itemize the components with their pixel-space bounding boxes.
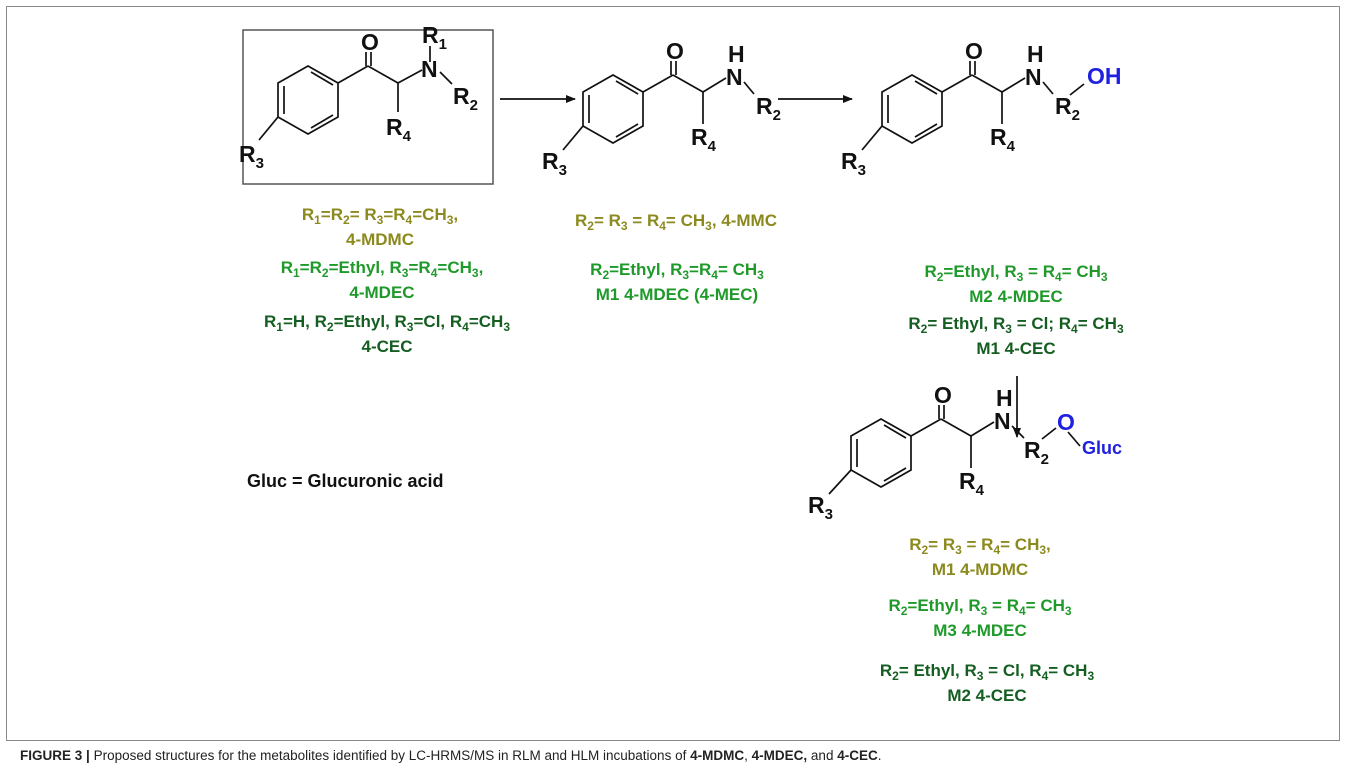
parent-label-line-3: R1​=R2​=Ethyl, R3​=R4​=CH3​, — [281, 258, 484, 280]
substituent-r4: R4 — [386, 114, 412, 145]
carbonyl-oxygen: O — [361, 29, 379, 55]
caption-separator-1: , — [744, 748, 748, 763]
figure-caption: FIGURE 3 | Proposed structures for the m… — [20, 748, 882, 763]
parent-label-line-1: R1​=R2​= R3​=R4​=CH3​, — [302, 205, 458, 227]
amine-nitrogen: N — [726, 64, 743, 90]
caption-end: . — [877, 748, 882, 763]
glucuronic-acid-legend: Gluc = Glucuronic acid — [247, 471, 444, 491]
amine-nitrogen: N — [1025, 64, 1042, 90]
dealkylated-label-line-2: R2​=Ethyl, R3​=R4​= CH3​ — [590, 260, 764, 282]
substituent-r3: R3 — [808, 492, 833, 523]
substituent-r2: R2 — [1024, 437, 1049, 468]
amine-hydrogen: H — [1027, 41, 1044, 67]
substituent-r3: R3 — [542, 148, 567, 179]
glucuronide-label-line-1: R2​= R3​ = R4​= CH3​, — [909, 535, 1051, 557]
parent-label-line-4: 4-MDEC — [349, 283, 414, 302]
caption-separator-2: and — [810, 748, 834, 763]
substituent-r2: R2 — [1055, 93, 1080, 124]
caption-compound-2: 4-MDEC, — [751, 748, 808, 763]
glucuronide-group: Gluc — [1082, 438, 1122, 458]
caption-compound-1: 4-MDMC — [690, 748, 745, 763]
ether-oxygen: O — [1057, 409, 1075, 435]
dealkylated-structure: O N H R2 R4 R3 — [542, 38, 781, 179]
parent-structure: O N R1 R2 R4 R3 — [239, 22, 494, 185]
carbonyl-oxygen: O — [666, 38, 684, 64]
parent-labels: R1​=R2​= R3​=R4​=CH3​, 4-MDMC R1​=R2​=Et… — [264, 205, 510, 356]
hydroxylated-label-line-4: M1 4-CEC — [976, 339, 1055, 358]
amine-nitrogen: N — [994, 408, 1011, 434]
glucuronide-label-line-6: M2 4-CEC — [947, 686, 1026, 705]
hydroxylated-structure: O N H R2 OH R4 R3 — [841, 38, 1122, 179]
substituent-r4: R4 — [691, 124, 717, 155]
substituent-r2: R2 — [756, 93, 781, 124]
parent-label-line-5: R1​=H, R2​=Ethyl, R3​=Cl, R4​=CH3​ — [264, 312, 510, 334]
hydroxyl-group: OH — [1087, 63, 1122, 89]
substituent-r3: R3 — [841, 148, 866, 179]
amine-hydrogen: H — [996, 385, 1013, 411]
glucuronide-label-line-3: R2​=Ethyl, R3​ = R4​= CH3​ — [888, 596, 1071, 618]
dealkylated-labels: R2​= R3​ = R4​= CH3​, 4-MMC R2​=Ethyl, R… — [575, 211, 777, 304]
hydroxylated-label-line-1: R2​=Ethyl, R3​ = R4​= CH3​ — [924, 262, 1107, 284]
parent-label-line-6: 4-CEC — [361, 337, 412, 356]
caption-text: Proposed structures for the metabolites … — [93, 748, 687, 763]
caption-compound-3: 4-CEC — [837, 748, 878, 763]
hydroxylated-labels: R2​=Ethyl, R3​ = R4​= CH3​ M2 4-MDEC R2​… — [908, 262, 1124, 358]
parent-label-line-2: 4-MDMC — [346, 230, 414, 249]
dealkylated-label-line-3: M1 4-MDEC (4-MEC) — [596, 285, 758, 304]
substituent-r2: R2 — [453, 83, 478, 114]
substituent-r4: R4 — [959, 468, 985, 499]
hydroxylated-label-line-3: R2​= Ethyl, R3​ = Cl; R4​= CH3​ — [908, 314, 1124, 336]
amine-hydrogen: H — [728, 41, 745, 67]
carbonyl-oxygen: O — [965, 38, 983, 64]
glucuronide-labels: R2​= R3​ = R4​= CH3​, M1 4-MDMC R2​=Ethy… — [880, 535, 1095, 705]
amine-nitrogen: N — [421, 56, 438, 82]
parent-box — [242, 29, 494, 185]
substituent-r1: R1 — [422, 22, 447, 53]
dealkylated-label-line-1: R2​= R3​ = R4​= CH3​, 4-MMC — [575, 211, 777, 233]
glucuronide-label-line-4: M3 4-MDEC — [933, 621, 1027, 640]
glucuronide-structure: O N H R2 O Gluc R4 R3 — [808, 382, 1122, 523]
figure-frame — [6, 6, 1340, 741]
figure-label: FIGURE 3 | — [20, 748, 90, 763]
carbonyl-oxygen: O — [934, 382, 952, 408]
hydroxylated-label-line-2: M2 4-MDEC — [969, 287, 1063, 306]
reaction-scheme: O N R1 R2 R4 R3 O N H R2 R4 R3 — [239, 22, 1124, 705]
substituent-r4: R4 — [990, 124, 1016, 155]
glucuronide-label-line-5: R2​= Ethyl, R3​ = Cl, R4​= CH3​ — [880, 661, 1095, 683]
glucuronide-label-line-2: M1 4-MDMC — [932, 560, 1028, 579]
substituent-r3: R3 — [239, 141, 264, 172]
